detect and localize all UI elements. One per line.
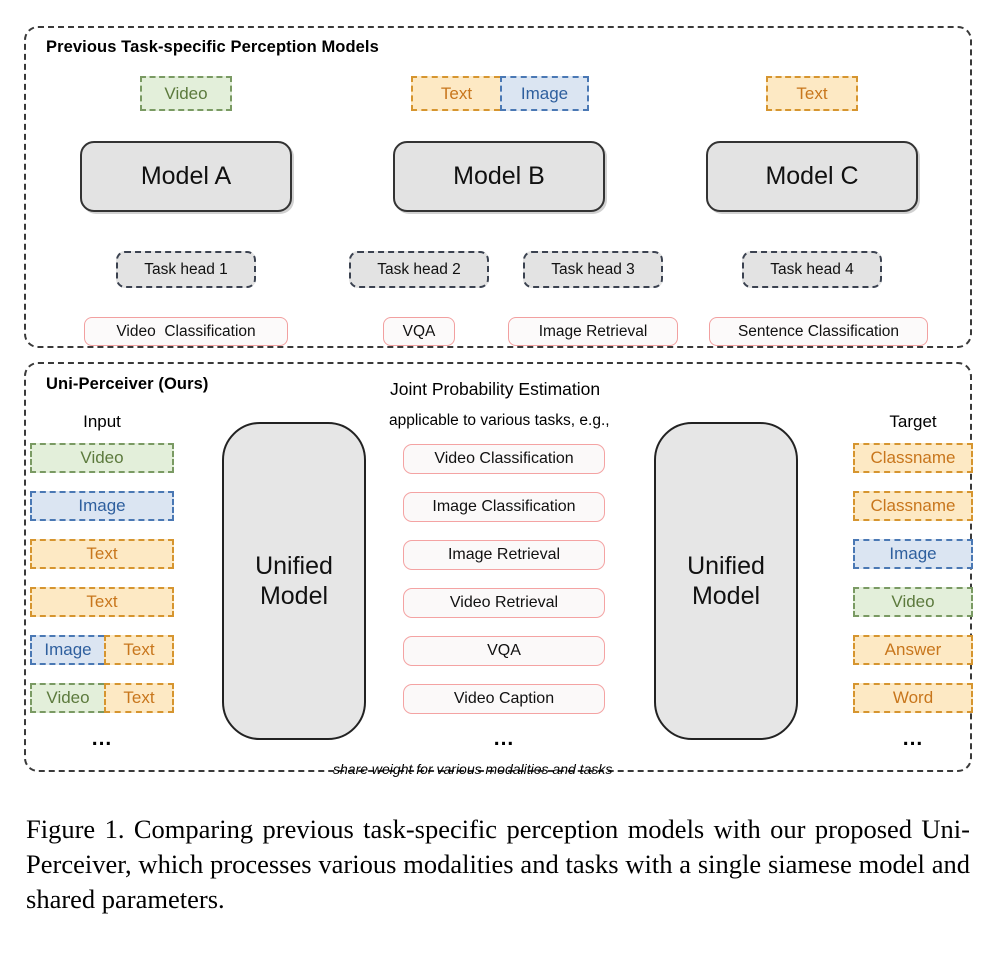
joint-probability-label: Joint Probability Estimation [390,379,601,399]
bottom-input-text-part-2[interactable]: Text [104,683,174,713]
outcome-image-retrieval[interactable]: Image Retrieval [508,317,678,346]
task-head-1[interactable]: Task head 1 [116,251,256,288]
input-chip-image-b[interactable]: Image [500,76,589,111]
unified-model-right-line1: Unified [687,551,765,580]
unified-model-right[interactable]: Unified Model [654,422,798,740]
input-ellipsis: ... [91,727,113,750]
task-head-2[interactable]: Task head 2 [349,251,489,288]
bottom-input-video-text[interactable]: Video Text [30,683,174,713]
outcome-vqa[interactable]: VQA [383,317,455,346]
bottom-input-text-1[interactable]: Text [30,539,174,569]
bottom-input-text-2[interactable]: Text [30,587,174,617]
task-item-vqa[interactable]: VQA [403,636,605,666]
panel-title-uniperceiver: Uni-Perceiver (Ours) [46,375,209,393]
bottom-input-image-text[interactable]: Image Text [30,635,174,665]
unified-model-left-line2: Model [259,582,329,610]
bottom-input-text-part[interactable]: Text [104,635,174,665]
bottom-input-video-part[interactable]: Video [30,683,104,713]
bottom-input-image-part[interactable]: Image [30,635,104,665]
unified-model-left[interactable]: Unified Model [222,422,366,740]
input-chip-text-c[interactable]: Text [766,76,858,111]
task-head-3[interactable]: Task head 3 [523,251,663,288]
input-chip-text-b[interactable]: Text [411,76,500,111]
target-image[interactable]: Image [853,539,973,569]
target-classname-1[interactable]: Classname [853,443,973,473]
share-weight-label: share weight for various modalities and … [333,761,613,777]
task-list-ellipsis: ... [493,727,515,750]
input-chip-text-image-b[interactable]: Text Image [411,76,589,111]
unified-model-left-line1: Unified [255,551,333,580]
task-item-video-retrieval[interactable]: Video Retrieval [403,588,605,618]
target-column-heading: Target [889,412,937,431]
unified-model-right-line2: Model [691,582,761,610]
panel-title-previous: Previous Task-specific Perception Models [46,38,379,56]
model-box-c[interactable]: Model C [706,141,918,212]
target-classname-2[interactable]: Classname [853,491,973,521]
bottom-input-image[interactable]: Image [30,491,174,521]
figure-caption: Figure 1. Comparing previous task-specif… [26,814,970,915]
outcome-video-classification[interactable]: Video Classification [84,317,288,346]
target-ellipsis: ... [902,727,924,750]
task-item-video-caption[interactable]: Video Caption [403,684,605,714]
task-item-image-retrieval[interactable]: Image Retrieval [403,540,605,570]
input-chip-video-a[interactable]: Video [140,76,232,111]
bottom-input-video[interactable]: Video [30,443,174,473]
target-video[interactable]: Video [853,587,973,617]
task-item-image-classification[interactable]: Image Classification [403,492,605,522]
task-head-4[interactable]: Task head 4 [742,251,882,288]
model-box-a[interactable]: Model A [80,141,292,212]
outcome-sentence-classification[interactable]: Sentence Classification [709,317,928,346]
applicable-tasks-label: applicable to various tasks, e.g., [389,412,610,429]
input-column-heading: Input [83,412,121,431]
task-item-video-classification[interactable]: Video Classification [403,444,605,474]
target-answer[interactable]: Answer [853,635,973,665]
target-word[interactable]: Word [853,683,973,713]
model-box-b[interactable]: Model B [393,141,605,212]
